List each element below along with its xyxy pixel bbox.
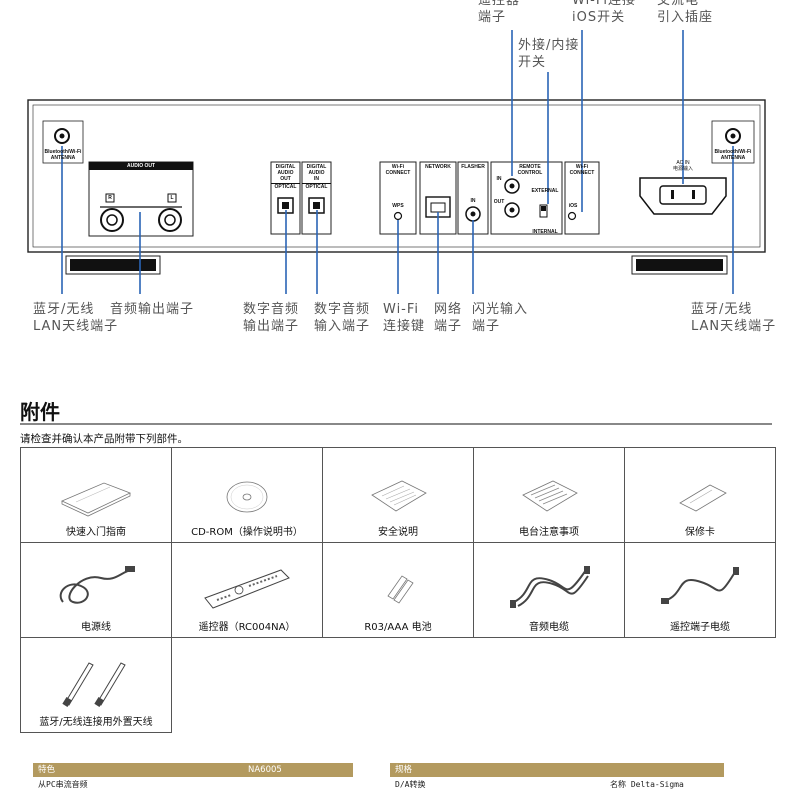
accessory-cell: 音频电缆 (473, 542, 625, 638)
specs-row-right: 名称 Delta-Sigma (610, 780, 684, 789)
section-divider (20, 423, 772, 425)
accessory-cell: 安全说明 (322, 447, 474, 543)
power-cord-icon (59, 566, 135, 604)
external-label: EXTERNAL (531, 188, 559, 194)
radio-notes-icon (522, 480, 578, 512)
accessory-cell: 遥控器（RC004NA） (171, 542, 323, 638)
accessory-cell: 电台注意事项 (473, 447, 625, 543)
accessory-label: 电源线 (81, 622, 111, 633)
wps-label: WPS (392, 203, 404, 209)
features-header: 特色 NA6005 (33, 763, 353, 777)
flasher-label: FLASHER (461, 164, 485, 170)
empty-cell (474, 638, 625, 733)
accessory-label: 音频电缆 (529, 622, 569, 633)
callout-flasher: 闪光输入端子 (472, 302, 529, 334)
features-row: 从PC串流音频 (38, 780, 88, 789)
empty-cell (323, 638, 474, 733)
quick-start-guide-icon (61, 482, 132, 517)
antenna-icon (62, 662, 126, 707)
specs-header: 规格 (390, 763, 724, 777)
accessory-cell: 电源线 (20, 542, 172, 638)
accessory-label: 遥控端子电缆 (670, 622, 730, 633)
remote-control-icon (204, 569, 290, 609)
channel-r-label: R (108, 195, 112, 201)
accessory-label: 蓝牙/无线连接用外置天线 (39, 717, 153, 728)
warranty-card-icon (679, 484, 727, 512)
channel-l-label: L (170, 195, 174, 201)
batteries-icon (387, 575, 414, 604)
accessory-cell: 遥控端子电缆 (624, 542, 776, 638)
model-label: NA6005 (248, 765, 282, 775)
section-intro: 请检查并确认本产品附带下列部件。 (20, 433, 188, 445)
accessory-cell: R03/AAA 电池 (322, 542, 474, 638)
specs-row-left: D/A转换 (395, 780, 426, 789)
accessory-label: 电台注意事项 (519, 527, 579, 538)
accessory-cell: CD-ROM（操作说明书） (171, 447, 323, 543)
accessory-label: R03/AAA 电池 (364, 622, 432, 633)
specs-header-label: 规格 (395, 765, 413, 775)
remote-out-label: OUT (493, 199, 505, 205)
network-label: NETWORK (425, 164, 451, 170)
accessory-label: 安全说明 (378, 527, 418, 538)
callout-ac-inlet: 交流电引入插座 (657, 0, 714, 25)
callout-network: 网络端子 (434, 302, 463, 334)
accessory-label: 快速入门指南 (66, 527, 126, 538)
features-header-label: 特色 (38, 765, 56, 775)
callout-ext-int-switch: 外接/内接开关 (518, 38, 580, 70)
remote-in-label: IN (496, 176, 502, 182)
callout-audio-out: 音频输出端子 (110, 302, 195, 317)
callout-remote-terminal: 遥控器端子 (478, 0, 521, 25)
cd-rom-icon (226, 481, 268, 513)
flasher-in-label: IN (470, 198, 476, 204)
internal-label: INTERNAL (532, 229, 558, 235)
callout-digital-out: 数字音频输出端子 (243, 302, 300, 334)
accessories-table: 快速入门指南 CD-ROM（操作说明书） 安全说明 (20, 447, 776, 733)
accessory-label: 保修卡 (685, 527, 715, 538)
ios-label: iOS (568, 203, 578, 209)
empty-cell (172, 638, 323, 733)
audio-out-label: AUDIO OUT (126, 163, 156, 169)
section-title: 附件 (20, 400, 60, 424)
accessory-label: 遥控器（RC004NA） (198, 622, 296, 633)
empty-cell (625, 638, 776, 733)
callout-digital-in: 数字音频输入端子 (314, 302, 371, 334)
safety-instructions-icon (371, 480, 427, 512)
accessory-cell: 快速入门指南 (20, 447, 172, 543)
accessory-cell: 保修卡 (624, 447, 776, 543)
accessory-label: CD-ROM（操作说明书） (191, 527, 303, 538)
audio-cable-icon (510, 566, 590, 608)
remote-cable-icon (661, 567, 739, 604)
accessory-cell: 蓝牙/无线连接用外置天线 (20, 637, 172, 733)
